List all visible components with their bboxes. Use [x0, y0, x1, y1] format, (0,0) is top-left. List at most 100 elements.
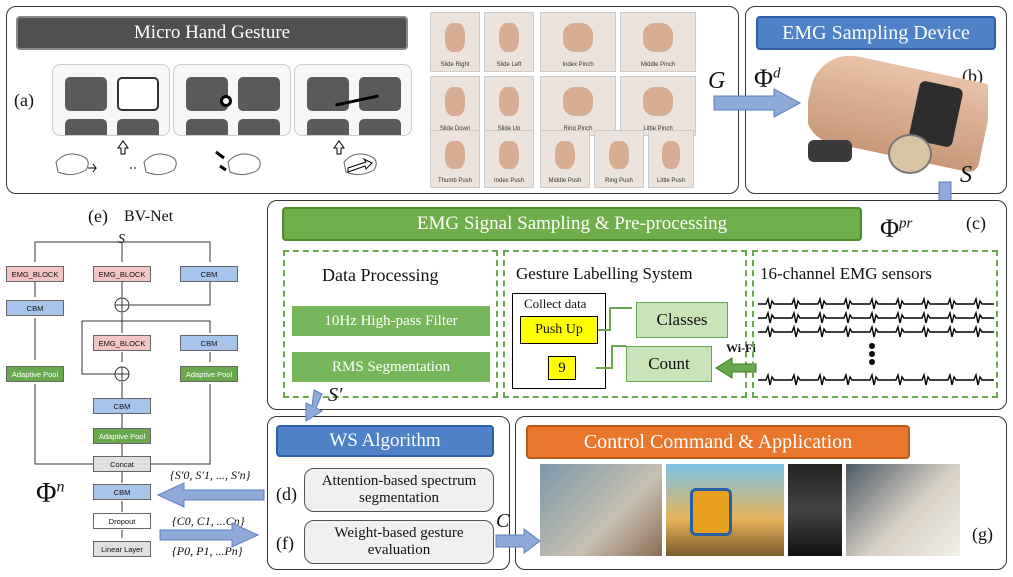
bvnet-io-arrows: [156, 482, 265, 548]
label-g: (g): [972, 524, 993, 544]
adaptive-pool: Adaptive Pool: [6, 366, 64, 382]
gesture-photo: Index Push: [484, 130, 534, 188]
ellipsis-dot: [869, 343, 875, 349]
g-label: G: [708, 68, 726, 94]
labelling-box: [503, 250, 747, 398]
gesture-photo: Slide Right: [430, 12, 480, 72]
cbm-node: CBM: [180, 266, 238, 282]
highpass-filter-box: 10Hz High-pass Filter: [292, 306, 490, 336]
gesture-photo: Little Pinch: [620, 76, 696, 136]
labelling-connectors: [596, 307, 632, 369]
gesture-caption: Index Pinch: [562, 62, 594, 68]
sensors-title: 16-channel EMG sensors: [760, 264, 932, 283]
app-photo-desktop: [540, 464, 662, 556]
s-label: S: [960, 162, 972, 188]
gesture-photo: Thumb Push: [430, 130, 480, 188]
gesture-photo: Middle Pinch: [620, 12, 696, 72]
chat-icon: [65, 77, 107, 111]
data-processing-title: Data Processing: [322, 265, 439, 285]
ellipsis-dot: [869, 359, 875, 365]
emg-block-3: EMG_BLOCK: [93, 335, 151, 351]
gesture-caption: Slide Left: [496, 62, 522, 68]
ellipsis-dot: [869, 351, 875, 357]
globe-icon: [186, 119, 228, 135]
gesture-caption: Slide Right: [440, 62, 470, 68]
gesture-photo: Index Pinch: [540, 12, 616, 72]
app-photo-game: [666, 464, 784, 556]
gesture-caption: Ring Push: [605, 178, 633, 184]
c-arrow: [495, 528, 541, 554]
emg-trace: [758, 324, 994, 338]
heart-icon: [238, 119, 280, 135]
s-prime-label: S′: [328, 384, 343, 406]
emg-wristband-photo: [808, 52, 988, 182]
s-prime-set: {S′0, S′1, ..., S′n}: [170, 468, 251, 482]
gesture-caption: Little Push: [656, 178, 686, 184]
cursor-dot-icon: [220, 95, 232, 107]
gesture-caption: Ring Pinch: [563, 126, 593, 132]
emg-block-1: EMG_BLOCK: [6, 266, 64, 282]
ui-demo-2: [173, 64, 291, 136]
wifi-label: Wi-Fi: [726, 341, 756, 355]
ui-demo-3: [294, 64, 412, 136]
speaker-icon: [117, 77, 159, 111]
chat-icon: [307, 77, 349, 111]
speaker-icon: [359, 77, 401, 111]
gesture-caption: Slide Down: [439, 126, 471, 132]
gesture-caption: Middle Pinch: [640, 62, 676, 68]
gesture-caption: Slide Up: [497, 126, 521, 132]
app-photo-glasses: [846, 464, 960, 556]
gesture-photo: Ring Pinch: [540, 76, 616, 136]
globe-icon: [65, 119, 107, 135]
cbm-node: CBM: [93, 398, 151, 414]
globe-icon: [307, 119, 349, 135]
dropout-node: Dropout: [93, 513, 151, 529]
classes-box: Classes: [636, 302, 728, 338]
control-title: Control Command & Application: [526, 425, 910, 459]
label-d: (d): [276, 484, 297, 504]
speaker-icon: [238, 77, 280, 111]
label-e: (e): [88, 206, 108, 226]
heart-icon: [117, 119, 159, 135]
c-set: {C0, C1, ...Cn}: [172, 514, 245, 528]
gesture-photo: Slide Left: [484, 12, 534, 72]
phi-n-label: Φn: [36, 478, 65, 509]
emg-trace: [758, 310, 994, 324]
concat-node: Concat: [93, 456, 151, 472]
micro-gesture-title: Micro Hand Gesture: [16, 16, 408, 50]
linear-layer-node: Linear Layer: [93, 541, 151, 557]
gesture-caption: Middle Push: [548, 178, 582, 184]
gesture-photo: Middle Push: [540, 130, 590, 188]
label-a: (a): [14, 90, 34, 110]
bvnet-input-s: S: [118, 232, 125, 247]
push-up-box: Push Up: [520, 316, 598, 344]
label-f: (f): [276, 533, 294, 553]
gesture-caption: Thumb Push: [437, 178, 473, 184]
phi-d-label: Φd: [754, 64, 781, 93]
collect-data-label: Collect data: [524, 296, 587, 311]
adaptive-pool: Adaptive Pool: [93, 428, 151, 444]
weight-evaluation-box: Weight-based gesture evaluation: [304, 520, 494, 564]
count-value-box: 9: [548, 356, 576, 380]
g-arrow: [713, 88, 802, 118]
rms-segmentation-box: RMS Segmentation: [292, 352, 490, 382]
cbm-node: CBM: [93, 484, 151, 500]
gesture-photo: Ring Push: [594, 130, 644, 188]
attention-segmentation-box: Attention-based spectrum segmentation: [304, 468, 494, 512]
emg-block-2: EMG_BLOCK: [93, 266, 151, 282]
heart-icon: [359, 119, 401, 135]
s-prime-arrow: [305, 389, 324, 422]
c-label: C: [496, 510, 510, 532]
ws-title: WS Algorithm: [276, 425, 494, 457]
ui-demo-1: [52, 64, 170, 136]
sensors-box: [752, 250, 998, 398]
adaptive-pool: Adaptive Pool: [180, 366, 238, 382]
gesture-photo: Little Push: [648, 130, 694, 188]
emg-trace: [758, 296, 994, 310]
count-box: Count: [626, 346, 712, 382]
gesture-caption: Index Push: [493, 178, 525, 184]
emg-signal-traces: [758, 296, 994, 386]
cbm-node: CBM: [6, 300, 64, 316]
cbm-node: CBM: [180, 335, 238, 351]
bvnet-title: BV-Net: [124, 208, 174, 225]
